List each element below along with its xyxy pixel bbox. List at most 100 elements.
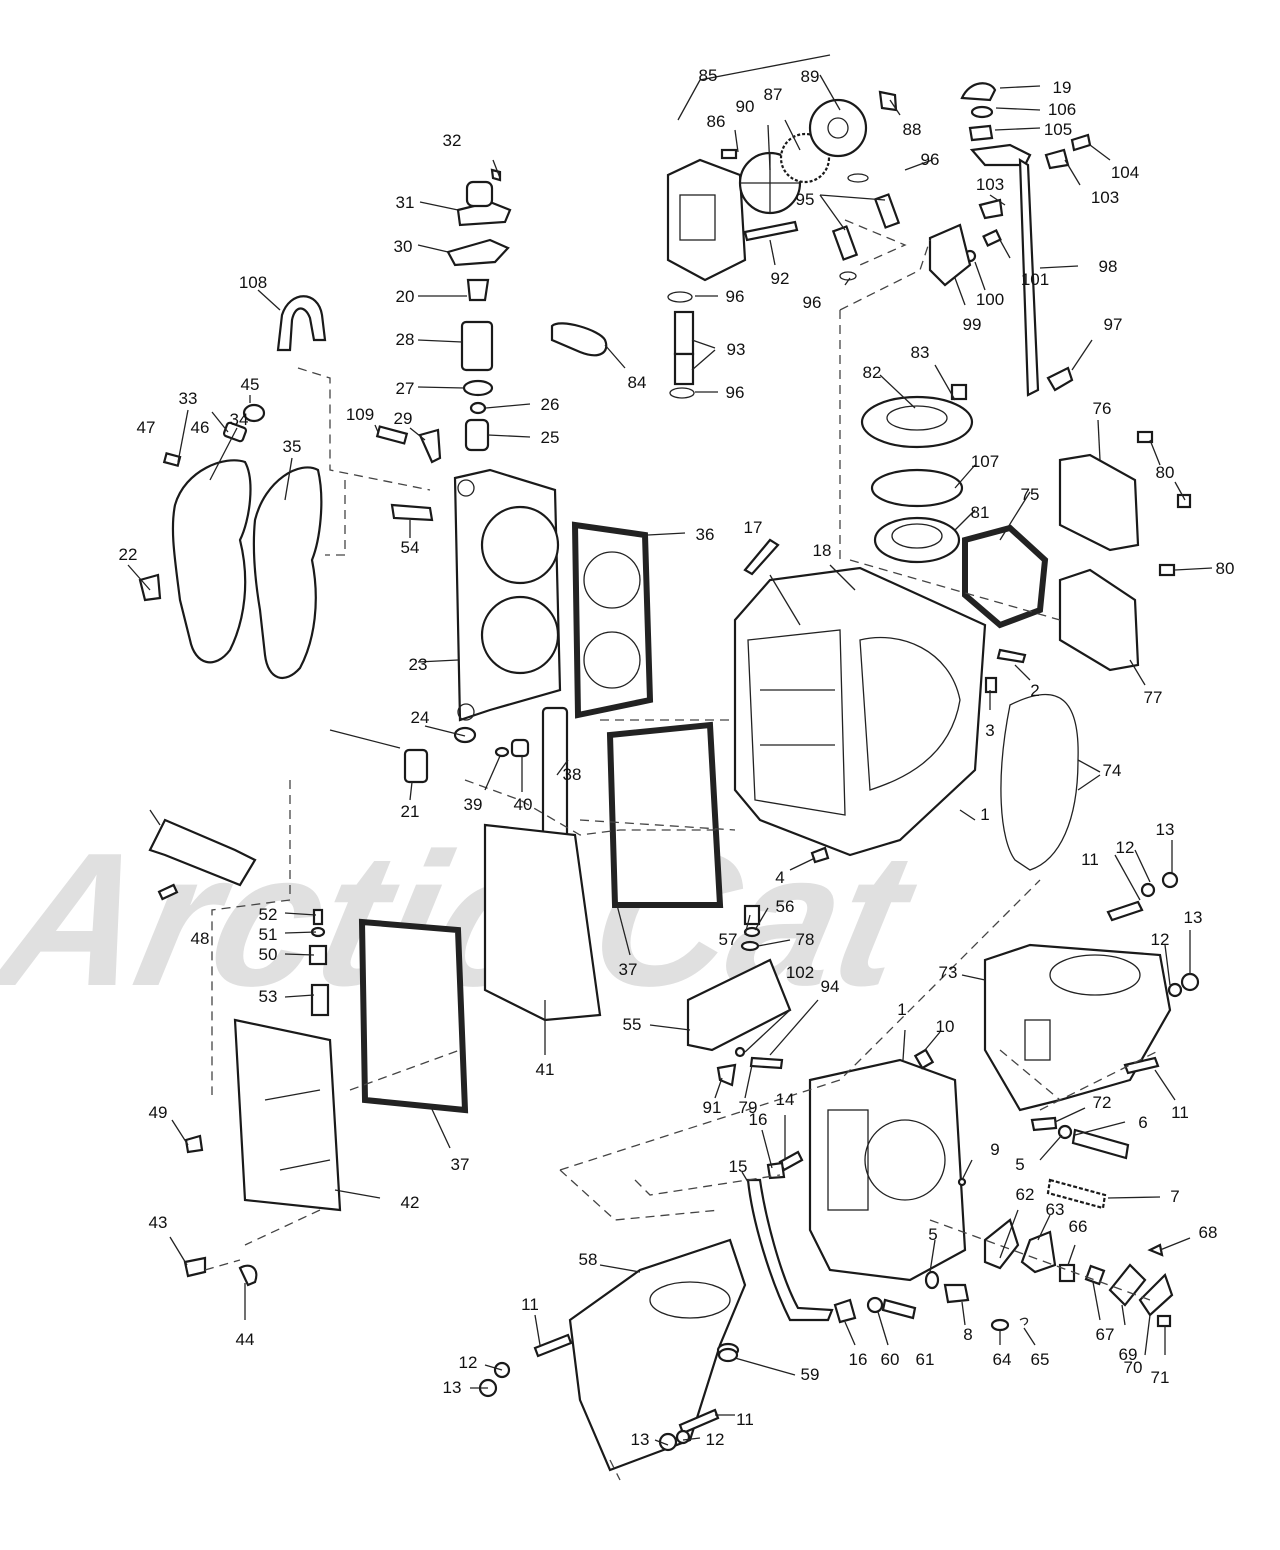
callout-80a: 80: [1156, 463, 1175, 482]
callout-101: 101: [1021, 270, 1049, 289]
callout-43: 43: [149, 1213, 168, 1232]
callout-78: 78: [796, 930, 815, 949]
callout-102: 102: [786, 963, 814, 982]
callout-73: 73: [939, 963, 958, 982]
callout-31: 31: [396, 193, 415, 212]
callout-84: 84: [628, 373, 647, 392]
callout-15: 15: [729, 1157, 748, 1176]
callout-89: 89: [801, 67, 820, 86]
callout-76: 76: [1093, 399, 1112, 418]
callout-33: 33: [179, 389, 198, 408]
callout-49: 49: [149, 1103, 168, 1122]
callout-36: 36: [696, 525, 715, 544]
callout-77: 77: [1144, 688, 1163, 707]
callout-68: 68: [1199, 1223, 1218, 1242]
callout-87: 87: [764, 85, 783, 104]
callout-75: 75: [1021, 485, 1040, 504]
callout-97: 97: [1104, 315, 1123, 334]
callout-107: 107: [971, 452, 999, 471]
callout-96d: 96: [726, 383, 745, 402]
callout-20: 20: [396, 287, 415, 306]
callout-82: 82: [863, 363, 882, 382]
callout-51: 51: [259, 925, 278, 944]
callout-13b: 13: [1184, 908, 1203, 927]
callout-92: 92: [771, 269, 790, 288]
leader-lines: [127, 74, 1213, 1446]
callout-106: 106: [1048, 100, 1076, 119]
callout-39: 39: [464, 795, 483, 814]
callout-99: 99: [963, 315, 982, 334]
callout-29: 29: [394, 409, 413, 428]
callout-12d: 12: [706, 1430, 725, 1449]
callout-54: 54: [401, 538, 420, 557]
callout-90: 90: [736, 97, 755, 116]
callout-16a: 16: [749, 1110, 768, 1129]
callout-71: 71: [1151, 1368, 1170, 1387]
callout-50: 50: [259, 945, 278, 964]
parts-drawing: [138, 54, 1200, 1481]
callout-57: 57: [719, 930, 738, 949]
callout-88: 88: [903, 120, 922, 139]
callout-41: 41: [536, 1060, 555, 1079]
callout-13c: 13: [443, 1378, 462, 1397]
callout-24: 24: [411, 708, 430, 727]
callout-10: 10: [936, 1017, 955, 1036]
callout-26: 26: [541, 395, 560, 414]
callout-16b: 16: [849, 1350, 868, 1369]
callout-44: 44: [236, 1330, 255, 1349]
callout-105: 105: [1044, 120, 1072, 139]
fuel-pump-assembly: [666, 98, 868, 282]
callout-58: 58: [579, 1250, 598, 1269]
callout-25: 25: [541, 428, 560, 447]
callout-60: 60: [881, 1350, 900, 1369]
callout-55: 55: [623, 1015, 642, 1034]
callout-67: 67: [1096, 1325, 1115, 1344]
callout-100: 100: [976, 290, 1004, 309]
callout-56: 56: [776, 897, 795, 916]
callout-70: 70: [1124, 1358, 1143, 1377]
callout-52: 52: [259, 905, 278, 924]
callout-6: 6: [1138, 1113, 1147, 1132]
callout-1a: 1: [980, 805, 989, 824]
callout-108: 108: [239, 273, 267, 292]
callout-94: 94: [821, 977, 840, 996]
callout-47: 47: [137, 418, 156, 437]
callout-80b: 80: [1216, 559, 1235, 578]
callout-11d: 11: [736, 1410, 754, 1429]
callout-13a: 13: [1156, 820, 1175, 839]
callout-40: 40: [514, 795, 533, 814]
callout-61: 61: [916, 1350, 935, 1369]
callout-69: 69: [1119, 1345, 1138, 1364]
callout-81: 81: [971, 503, 990, 522]
callout-86: 86: [707, 112, 726, 131]
callout-14: 14: [776, 1090, 795, 1109]
callout-27: 27: [396, 379, 415, 398]
callout-53: 53: [259, 987, 278, 1006]
callout-12a: 12: [1116, 838, 1135, 857]
callout-91: 91: [703, 1098, 722, 1117]
callout-42: 42: [401, 1193, 420, 1212]
callout-72: 72: [1093, 1093, 1112, 1112]
callout-9: 9: [990, 1140, 999, 1159]
callout-96a: 96: [921, 150, 940, 169]
callout-74: 74: [1103, 761, 1122, 780]
callout-98: 98: [1099, 257, 1118, 276]
callout-12c: 12: [459, 1353, 478, 1372]
callout-1b: 1: [897, 1000, 906, 1019]
callout-7: 7: [1170, 1187, 1179, 1206]
callout-23: 23: [409, 655, 428, 674]
callout-85: 85: [699, 66, 718, 85]
callout-45: 45: [241, 375, 260, 394]
callout-46: 46: [191, 418, 210, 437]
callout-13d: 13: [631, 1430, 650, 1449]
callout-5b: 5: [928, 1225, 937, 1244]
callout-8: 8: [963, 1325, 972, 1344]
cylinder-head: [453, 468, 562, 722]
callout-4: 4: [775, 868, 784, 887]
callout-2: 2: [1030, 681, 1039, 700]
callout-79: 79: [739, 1098, 758, 1117]
callout-17: 17: [744, 518, 763, 537]
callout-62: 62: [1016, 1185, 1035, 1204]
callout-11a: 11: [1081, 850, 1099, 869]
callout-103a: 103: [976, 175, 1004, 194]
